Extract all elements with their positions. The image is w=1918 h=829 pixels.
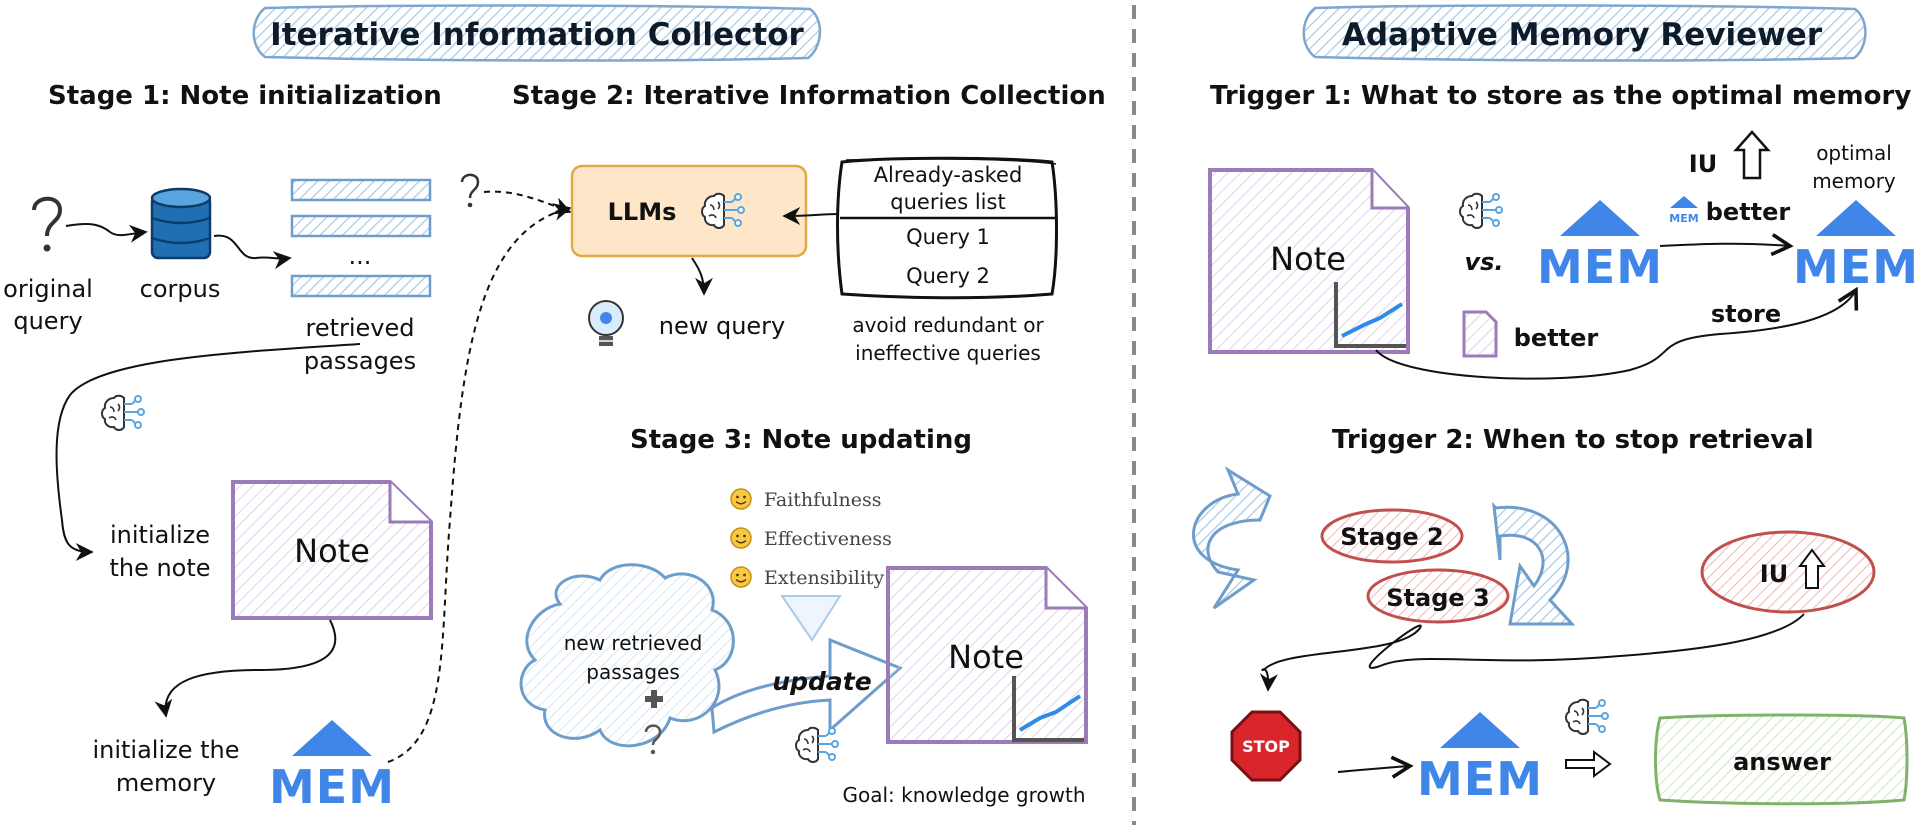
growth-line — [1018, 694, 1082, 732]
llms-label: LLMs — [608, 198, 677, 226]
svg-text:Effectiveness: Effectiveness — [764, 528, 892, 550]
criterion-extensibility: Extensibility — [730, 566, 885, 589]
llm-to-new-query-arrow — [691, 257, 713, 296]
optimal-mem: MEM — [1793, 200, 1918, 294]
svg-text:IU: IU — [1760, 560, 1788, 588]
trigger1-title: Trigger 1: What to store as the optimal … — [1210, 81, 1911, 111]
corpus-label: corpus — [140, 275, 221, 303]
stop-to-mem-arrow — [1337, 755, 1414, 779]
iu-oval: IU — [1700, 530, 1876, 614]
trigger2-mem: MEM — [1417, 712, 1543, 806]
stage2-oval: Stage 2 — [1320, 508, 1464, 564]
svg-text:STOP: STOP — [1242, 737, 1290, 756]
small-note-better: better — [1462, 310, 1599, 358]
svg-text:MEM: MEM — [1793, 240, 1918, 294]
small-mem-better: MEM better — [1669, 196, 1790, 226]
svg-text:MEM: MEM — [1417, 752, 1543, 806]
stage1-note-document: Note — [231, 480, 433, 620]
trigger1-brain-icon — [1459, 192, 1503, 229]
stage3-title: Stage 3: Note updating — [630, 425, 972, 455]
note-to-optimal-store-arrow — [1375, 286, 1859, 380]
llms-brain-icon — [701, 192, 745, 229]
svg-text:Stage 2: Stage 2 — [1340, 523, 1443, 551]
trigger2-title: Trigger 2: When to stop retrieval — [1332, 425, 1814, 455]
passages-to-note-arrow — [55, 343, 361, 561]
stage3-brain-icon — [795, 726, 839, 763]
stage1-title: Stage 1: Note initialization — [48, 81, 442, 111]
svg-text:Extensibility: Extensibility — [764, 567, 885, 589]
note-to-memory-arrow — [154, 619, 337, 718]
svg-text:Faithfulness: Faithfulness — [764, 489, 882, 511]
svg-text:Stage 3: Stage 3 — [1386, 584, 1489, 612]
right-title-banner: Adaptive Memory Reviewer — [1302, 4, 1867, 62]
stage3-note-label: Note — [948, 638, 1024, 676]
criterion-effectiveness: Effectiveness — [730, 527, 892, 550]
left-title: Iterative Information Collector — [270, 17, 804, 53]
trigger1-note-document: Note — [1208, 168, 1410, 354]
query-to-corpus-arrow — [65, 223, 148, 243]
mem-to-answer-arrow — [1565, 750, 1612, 778]
trigger1-note-label: Note — [1270, 240, 1346, 278]
stage1-llm-brain-icon — [101, 394, 145, 431]
stage3-note-document: Note — [886, 566, 1088, 744]
cloud-question-icon — [644, 724, 662, 746]
answer-box: answer — [1654, 713, 1909, 806]
right-title: Adaptive Memory Reviewer — [1342, 17, 1823, 53]
goal-label: Goal: knowledge growth — [843, 783, 1086, 807]
store-label: store — [1711, 300, 1781, 328]
iu-up-icon: IU — [1689, 130, 1771, 180]
stage1-mem-icon: MEM — [269, 720, 395, 814]
query-1: Query 1 — [906, 225, 990, 249]
trigger2-brain-icon — [1565, 698, 1609, 735]
iu-to-stop-arrow — [1259, 613, 1805, 692]
trigger1-current-mem: MEM — [1537, 200, 1663, 294]
svg-text:IU: IU — [1689, 150, 1717, 178]
stage1-note-label: Note — [294, 532, 370, 570]
corpus-to-passages-arrow — [213, 234, 292, 270]
question-icon — [32, 196, 63, 252]
loop-right-arrow — [1492, 501, 1576, 626]
mem-better-label: better — [1706, 198, 1791, 226]
llms-box: LLMs — [570, 164, 808, 258]
filter-funnel-icon — [780, 595, 842, 642]
lightbulb-icon — [588, 300, 624, 346]
note-better-label: better — [1514, 324, 1599, 352]
stop-sign-icon: STOP — [1230, 710, 1302, 782]
corpus-database-icon — [150, 187, 212, 260]
memory-to-llm-dashed-arrow — [387, 203, 572, 763]
vs-label: vs. — [1464, 248, 1503, 276]
new-query-label: new query — [659, 312, 786, 340]
stage2-title: Stage 2: Iterative Information Collectio… — [512, 81, 1106, 111]
svg-text:MEM: MEM — [1537, 240, 1663, 294]
query-2: Query 2 — [906, 264, 990, 288]
plus-icon — [645, 690, 663, 708]
question-to-llm-dashed-arrow — [483, 190, 572, 215]
left-title-banner: Iterative Information Collector — [252, 4, 822, 62]
retrieved-passages-stack: ... — [290, 178, 432, 298]
list-to-llm-arrow — [782, 206, 839, 225]
mem-to-optimal-arrow — [1659, 233, 1794, 257]
stage3-oval: Stage 3 — [1366, 568, 1510, 624]
answer-label: answer — [1733, 748, 1831, 776]
criterion-faithfulness: Faithfulness — [730, 488, 882, 511]
stage2-question-icon — [460, 173, 480, 208]
update-label: update — [772, 667, 871, 696]
loop-left-arrow — [1192, 466, 1272, 610]
stage1-mem-label: MEM — [269, 760, 395, 814]
svg-text:MEM: MEM — [1669, 212, 1698, 225]
update-arrow: update — [710, 637, 903, 735]
passages-ellipsis: ... — [349, 242, 372, 270]
